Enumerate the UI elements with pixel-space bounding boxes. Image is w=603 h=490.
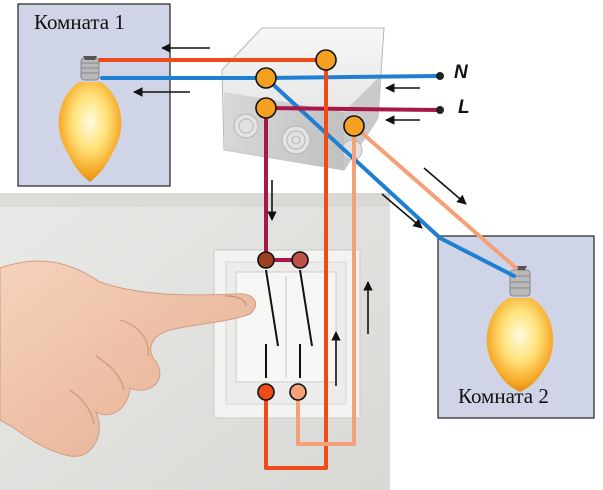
switch-contacts [265,269,313,378]
light-bulb-icon [58,56,122,182]
live-terminal-label: L [458,97,470,118]
switch-node [257,251,275,269]
switch-node [257,383,275,401]
arrow-icon [423,167,467,205]
neutral-terminal-label: N [454,62,468,83]
switched-wire-room-2 [352,124,518,270]
junction-box-icon [221,27,385,171]
switch-icon [213,249,361,419]
junction-node [255,67,277,89]
room-1-title: Комната 1 [34,10,125,34]
hand-icon [0,260,257,457]
terminal-n-dot [436,72,444,80]
junction-node [343,115,365,137]
junction-node [255,97,277,119]
room-2-title: Комната 2 [458,384,549,408]
junction-node [315,49,337,71]
switch-node [289,383,307,401]
terminal-nodes [255,49,444,401]
switched-wire-room-1 [98,58,328,470]
wall-shadow [0,193,390,207]
switch-node [291,251,309,269]
direction-arrows [133,43,467,386]
terminal-l-dot [436,106,444,114]
switched-wire-room-2-drop [296,124,356,446]
arrow-icon [381,193,423,229]
